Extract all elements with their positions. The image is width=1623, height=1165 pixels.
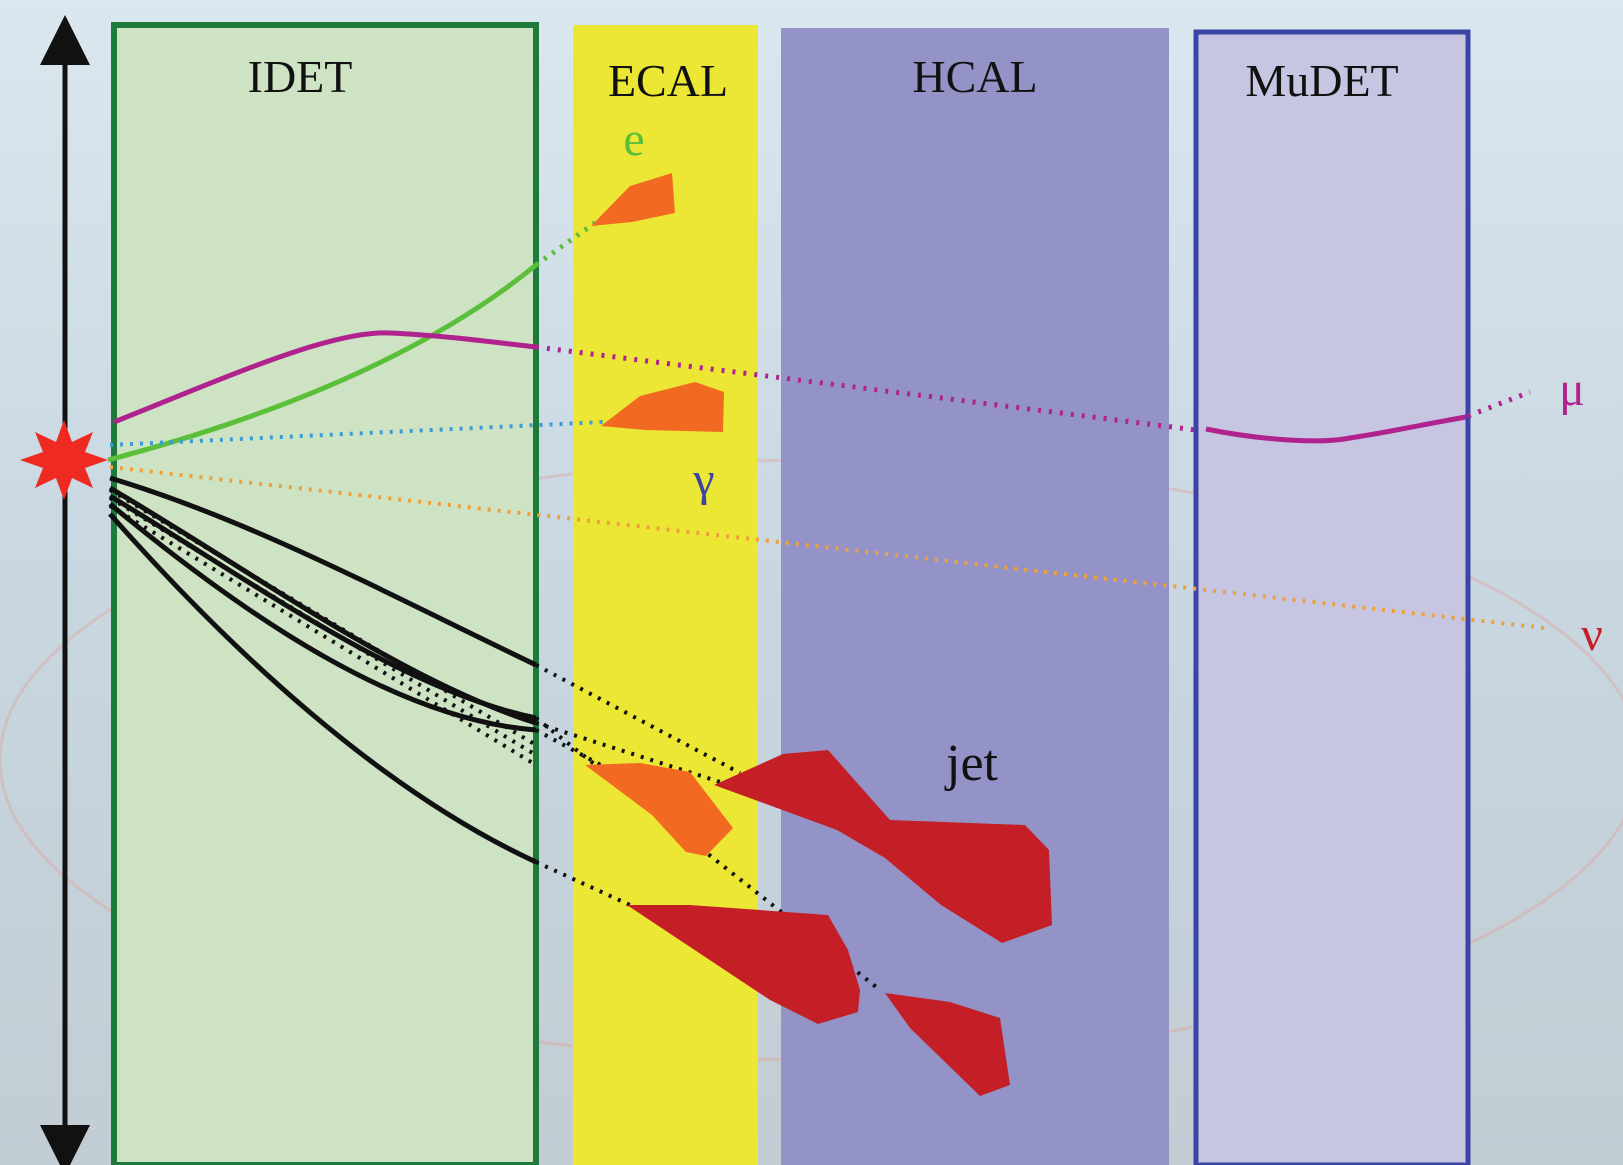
neutrino-track <box>109 465 1546 630</box>
mudet-label: MuDET <box>1245 55 1398 106</box>
neutrino-label: ν <box>1581 608 1603 661</box>
jet-hadronic-shower-1 <box>714 750 1052 943</box>
idet-layer <box>111 22 539 1165</box>
muon-track-dotted <box>535 344 1197 433</box>
ecal-label: ECAL <box>608 55 728 106</box>
muon-track-mudet <box>1205 414 1467 444</box>
electron-track-extension <box>534 219 598 268</box>
jet-label: jet <box>944 735 999 792</box>
muon-track <box>113 330 537 425</box>
mudet-layer <box>1193 29 1471 1165</box>
electron-label: e <box>623 113 644 166</box>
photon-em-shower <box>601 382 724 432</box>
hcal-label: HCAL <box>912 51 1037 102</box>
muon-label: μ <box>1559 363 1585 416</box>
jet-hadronic-shower-2 <box>627 905 860 1024</box>
jet-em-shower <box>585 763 733 856</box>
electron-em-shower <box>591 173 675 226</box>
jet-hadronic-shower-3 <box>885 993 1010 1096</box>
photon-label: γ <box>692 453 714 506</box>
interaction-vertex-star <box>20 420 108 500</box>
photon-track <box>109 420 604 447</box>
idet-label: IDET <box>248 51 353 102</box>
muon-track-exit <box>1467 389 1531 419</box>
